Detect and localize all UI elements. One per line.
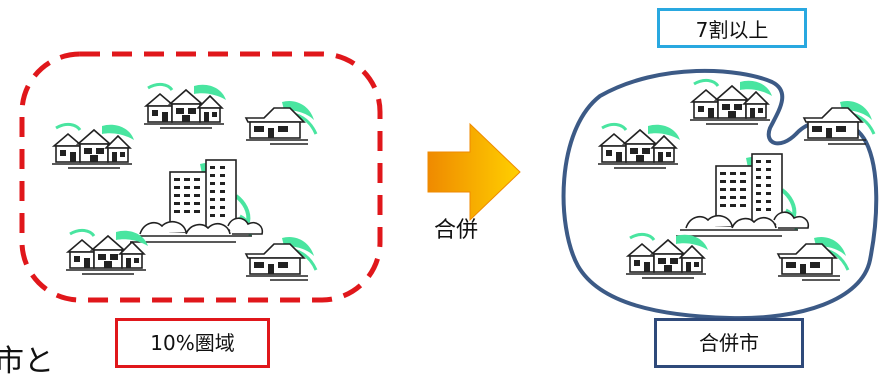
cut-off-text: 市と <box>0 344 54 379</box>
apartment-block-icon <box>674 152 811 238</box>
house-cluster-icon <box>596 122 682 170</box>
threshold-label: 7割以上 <box>657 8 807 48</box>
left-region-boundary <box>19 51 383 303</box>
merge-arrow-icon <box>427 122 521 222</box>
house-cluster-icon <box>624 232 710 280</box>
right-region-boundary <box>561 68 879 321</box>
left-region-label-text: 10%圏域 <box>150 331 235 355</box>
single-house-icon <box>244 235 318 282</box>
right-region-label-text: 合併市 <box>699 331 759 355</box>
apartment-block-icon <box>128 158 265 244</box>
house-cluster-icon <box>688 78 774 126</box>
house-cluster-icon <box>50 122 136 170</box>
threshold-label-text: 7割以上 <box>695 17 769 42</box>
merger-diagram <box>19 51 879 321</box>
single-house-icon <box>244 99 318 146</box>
house-cluster-icon <box>64 228 150 276</box>
single-house-icon <box>776 235 850 282</box>
house-cluster-icon <box>142 82 228 130</box>
merge-label: 合併 <box>434 218 479 243</box>
